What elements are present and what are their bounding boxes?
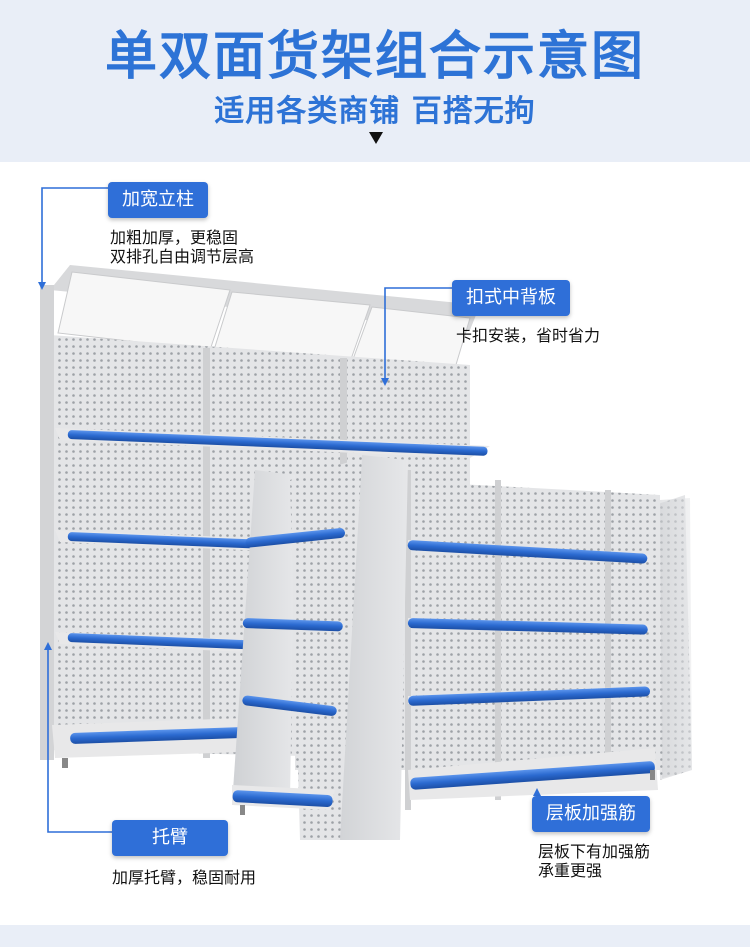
callout-backboard-desc-1: 卡扣安装，省时省力 [456, 326, 601, 345]
callout-column-desc-1: 加粗加厚，更稳固 [110, 228, 239, 247]
page-subtitle: 适用各类商铺 百搭无拘 [214, 94, 536, 129]
down-arrow-icon [369, 132, 383, 144]
shelf-illustration [38, 187, 692, 840]
callout-column-desc-2: 双排孔自由调节层高 [110, 247, 255, 266]
callout-arrowheads [38, 282, 541, 796]
callout-column-label: 加宽立柱 [108, 182, 208, 218]
callout-rib-label: 层板加强筋 [532, 796, 650, 832]
callout-bracket-desc-1: 加厚托臂，稳固耐用 [112, 868, 257, 887]
callout-rib-desc-2: 承重更强 [538, 861, 603, 880]
island-shelf [232, 455, 692, 840]
callout-backboard-label: 扣式中背板 [452, 280, 570, 316]
callout-lines [41, 187, 540, 833]
page-title: 单双面货架组合示意图 [104, 27, 645, 87]
footer-band [0, 925, 750, 947]
callout-bracket-label: 托臂 [112, 820, 228, 856]
callout-rib-desc-1: 层板下有加强筋 [538, 842, 651, 861]
